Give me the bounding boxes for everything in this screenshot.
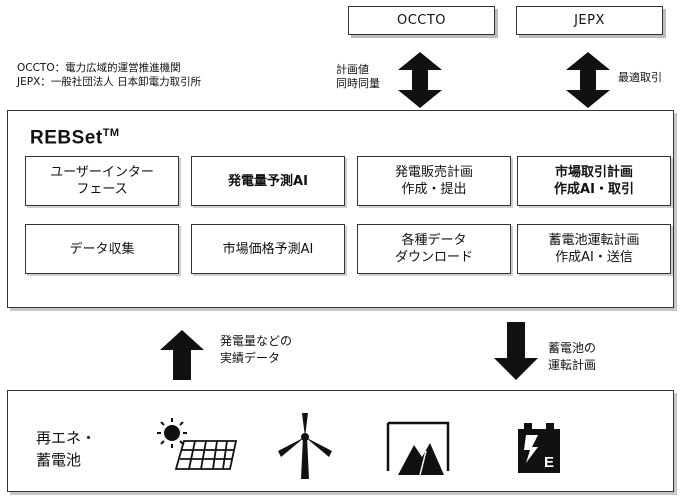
occto-arrow-label: 計画値 同時同量 bbox=[336, 63, 380, 91]
module-line: 作成・提出 bbox=[401, 182, 467, 197]
trademark-mark: TM bbox=[102, 127, 120, 139]
renewable-battery-panel: 再エネ・ 蓄電池 bbox=[7, 390, 674, 492]
jepx-box-label: JEPX bbox=[574, 13, 605, 28]
module-user-interface: ユーザーインターフェース bbox=[25, 156, 179, 206]
module-line: 発電販売計画 bbox=[394, 165, 473, 180]
module-line: ダウンロード bbox=[394, 250, 473, 265]
down-flow-label: 蓄電池の 運転計画 bbox=[548, 340, 596, 374]
panel-title-text: REBSet bbox=[30, 127, 103, 149]
module-line: ユーザーインター bbox=[50, 165, 154, 180]
module-line: 蓄電池運転計画 bbox=[548, 233, 640, 248]
rebset-panel: REBSetTM ユーザーインターフェース 発電量予測AI 発電販売計画作成・提… bbox=[7, 110, 674, 308]
down-arrow bbox=[494, 322, 538, 380]
module-data-download: 各種データダウンロード bbox=[357, 224, 511, 274]
legend-jepx: JEPX：一般社団法人 日本卸電力取引所 bbox=[17, 76, 202, 88]
up-flow-label-line1: 発電量などの bbox=[220, 334, 293, 348]
occto-double-arrow bbox=[398, 52, 442, 108]
up-flow-label-line2: 実績データ bbox=[220, 351, 281, 365]
module-line: 作成AI・送信 bbox=[555, 250, 633, 265]
occto-box: OCCTO bbox=[348, 6, 495, 35]
module-market-price-forecast-ai: 市場価格予測AI bbox=[191, 224, 345, 274]
battery-letter: E bbox=[544, 454, 554, 471]
battery-icon: E bbox=[518, 423, 560, 473]
module-market-trading-plan: 市場取引計画作成AI・取引 bbox=[517, 156, 671, 206]
up-arrow bbox=[160, 330, 204, 380]
module-line: 発電量予測AI bbox=[228, 173, 308, 189]
renewable-label: 再エネ・ 蓄電池 bbox=[36, 427, 96, 471]
module-battery-operation-plan: 蓄電池運転計画作成AI・送信 bbox=[517, 224, 671, 274]
legend-occto: OCCTO：電力広域的運営推進機関 bbox=[17, 62, 181, 74]
module-generation-forecast-ai: 発電量予測AI bbox=[191, 156, 345, 206]
occto-arrow-label-line1: 計画値 bbox=[336, 63, 369, 76]
module-data-collection: データ収集 bbox=[25, 224, 179, 274]
jepx-arrow-label: 最適取引 bbox=[618, 71, 662, 84]
module-line: 市場価格予測AI bbox=[222, 241, 314, 257]
down-flow-label-line1: 蓄電池の bbox=[548, 341, 597, 355]
jepx-box: JEPX bbox=[516, 6, 663, 35]
module-line: フェース bbox=[76, 182, 128, 197]
solar-panel-icon bbox=[157, 418, 238, 470]
panel-title: REBSetTM bbox=[30, 127, 120, 149]
wind-turbine-icon bbox=[278, 413, 332, 479]
module-line: 各種データ bbox=[401, 233, 467, 248]
hydro-dam-icon bbox=[386, 421, 450, 476]
renewable-label-line1: 再エネ・ bbox=[36, 429, 97, 447]
up-flow-label: 発電量などの 実績データ bbox=[220, 333, 292, 367]
occto-box-label: OCCTO bbox=[396, 13, 447, 28]
module-line: 作成AI・取引 bbox=[554, 182, 634, 197]
down-flow-label-line2: 運転計画 bbox=[548, 358, 597, 372]
module-line: 市場取引計画 bbox=[554, 165, 633, 180]
jepx-double-arrow bbox=[566, 52, 610, 108]
occto-arrow-label-line2: 同時同量 bbox=[336, 77, 380, 90]
module-generation-sales-plan: 発電販売計画作成・提出 bbox=[357, 156, 511, 206]
module-line: データ収集 bbox=[69, 241, 135, 257]
renewable-label-line2: 蓄電池 bbox=[36, 451, 82, 469]
